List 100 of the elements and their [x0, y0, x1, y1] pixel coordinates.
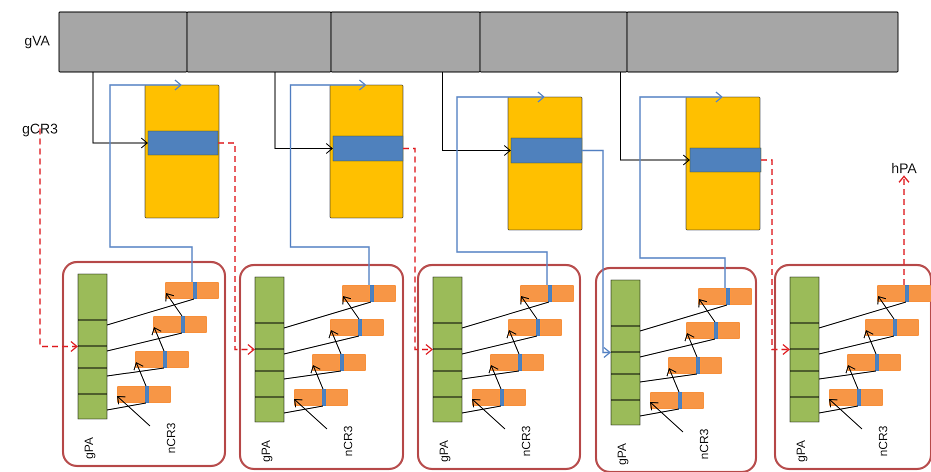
column-bar: [78, 274, 108, 420]
segment-box: [186, 12, 332, 72]
arrow: [403, 148, 433, 356]
link-line: [462, 336, 538, 354]
link-line: [284, 302, 372, 328]
arrow: [218, 142, 255, 356]
link-line: [106, 298, 194, 326]
arrow: [165, 293, 182, 316]
pair-box: [520, 285, 574, 302]
pair-box: [686, 322, 740, 339]
arrow: [117, 396, 150, 426]
link-line: [106, 402, 146, 410]
segment-box: [480, 12, 628, 72]
arrow: [328, 330, 342, 354]
arrow: [152, 327, 164, 352]
link-line: [818, 370, 876, 380]
pair-box: [847, 354, 901, 371]
arrow: [290, 79, 370, 285]
arrow: [829, 399, 862, 430]
axis-label: nCR3: [700, 429, 708, 459]
pair-box: [330, 319, 384, 336]
link-line: [106, 368, 164, 376]
bar-box: [332, 136, 404, 162]
link-line: [640, 374, 698, 382]
arrow: [898, 175, 910, 285]
arrow: [877, 296, 894, 320]
axis-label: nCR3: [166, 423, 176, 453]
arrow: [488, 365, 502, 390]
segment-box: [330, 12, 480, 72]
arrow: [666, 368, 680, 392]
link-line: [462, 406, 502, 414]
arrow: [294, 399, 328, 430]
arrow: [639, 91, 726, 288]
link-line: [818, 336, 894, 354]
arrow: [582, 150, 611, 358]
bar-box: [690, 148, 762, 172]
arrow: [846, 365, 858, 390]
bar-box: [510, 138, 582, 164]
pair-box: [294, 389, 348, 406]
link-line: [284, 406, 324, 414]
pair-box: [342, 285, 396, 302]
axis-label: nCR3: [522, 426, 530, 456]
pair-box: [117, 386, 171, 403]
arrow: [698, 299, 716, 322]
arrow: [520, 296, 538, 320]
arrow: [650, 402, 684, 432]
link-line: [818, 406, 858, 414]
arrow: [274, 72, 333, 154]
link-line: [640, 408, 680, 416]
bar-box: [148, 130, 218, 156]
column-bar: [432, 276, 462, 422]
pair-box: [877, 285, 931, 302]
pair-box: [650, 392, 704, 409]
arrow: [310, 365, 324, 390]
axis-label: gVA: [24, 36, 50, 48]
arrow: [620, 72, 690, 166]
axis-label: gPA: [796, 440, 808, 462]
link-line: [640, 338, 716, 358]
arrow: [442, 72, 511, 156]
arrow: [39, 128, 78, 352]
pair-box: [865, 319, 919, 336]
pair-box: [668, 357, 722, 374]
pair-box: [312, 354, 366, 371]
column-bar: [610, 280, 640, 426]
link-line: [640, 304, 728, 332]
axis-label: nCR3: [878, 426, 888, 456]
arrow: [506, 330, 520, 354]
pair-box: [490, 354, 544, 371]
link-line: [462, 302, 550, 328]
column-bar: [254, 276, 284, 422]
link-line: [818, 302, 906, 328]
arrow: [92, 72, 148, 148]
pair-box: [472, 389, 526, 406]
column-bar: [790, 276, 820, 422]
pair-box: [508, 319, 562, 336]
pair-box: [698, 288, 752, 305]
pair-box: [829, 389, 883, 406]
arrow: [864, 330, 876, 354]
pair-box: [165, 282, 219, 299]
axis-label: gPA: [262, 440, 272, 462]
axis-label: gPA: [618, 443, 628, 464]
arrow: [684, 333, 698, 358]
arrow: [472, 399, 506, 430]
pair-box: [135, 351, 189, 368]
segment-box: [58, 12, 188, 72]
node-label: gCR3: [22, 124, 58, 136]
node-label: hPA: [892, 162, 917, 174]
pair-box: [153, 316, 207, 333]
axis-label: gPA: [440, 440, 450, 462]
link-line: [284, 336, 360, 354]
link-line: [284, 370, 342, 380]
arrow: [456, 91, 548, 285]
arrow: [761, 159, 790, 356]
axis-label: nCR3: [344, 426, 352, 456]
segment-box: [626, 12, 898, 72]
link-line: [462, 370, 520, 380]
arrow: [342, 296, 360, 320]
axis-label: gPA: [84, 437, 96, 458]
arrow: [134, 362, 146, 386]
link-line: [106, 332, 182, 352]
